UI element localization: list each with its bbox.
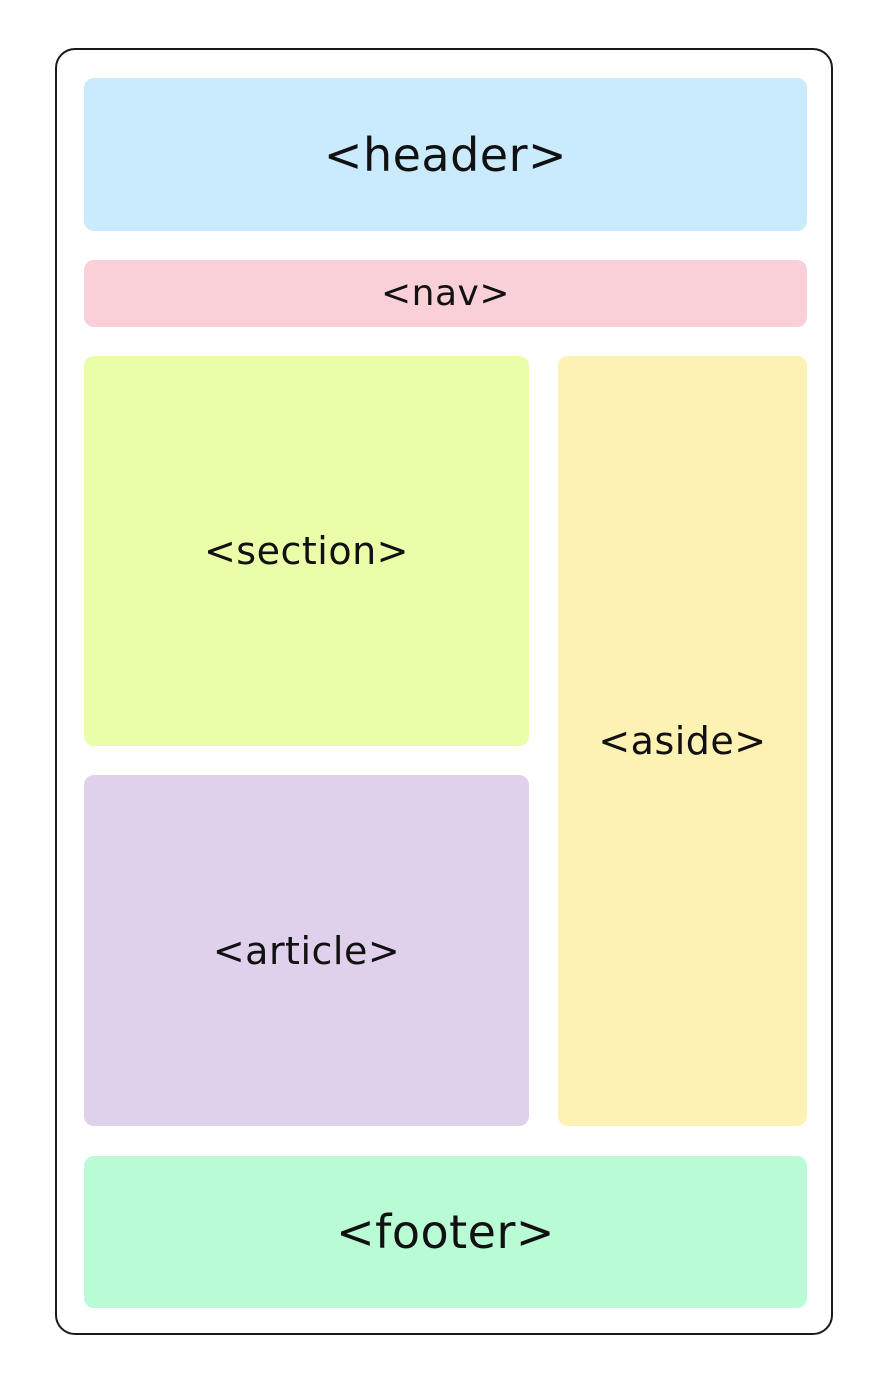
footer-label: <footer>: [336, 1205, 555, 1259]
nav-label: <nav>: [380, 273, 510, 314]
section-label: <section>: [203, 529, 410, 573]
header-block: <header>: [84, 78, 807, 231]
section-block: <section>: [84, 356, 529, 746]
footer-block: <footer>: [84, 1156, 807, 1308]
header-label: <header>: [323, 127, 568, 182]
aside-label: <aside>: [598, 719, 767, 763]
aside-block: <aside>: [558, 356, 807, 1126]
nav-block: <nav>: [84, 260, 807, 327]
article-block: <article>: [84, 775, 529, 1126]
article-label: <article>: [212, 928, 401, 973]
